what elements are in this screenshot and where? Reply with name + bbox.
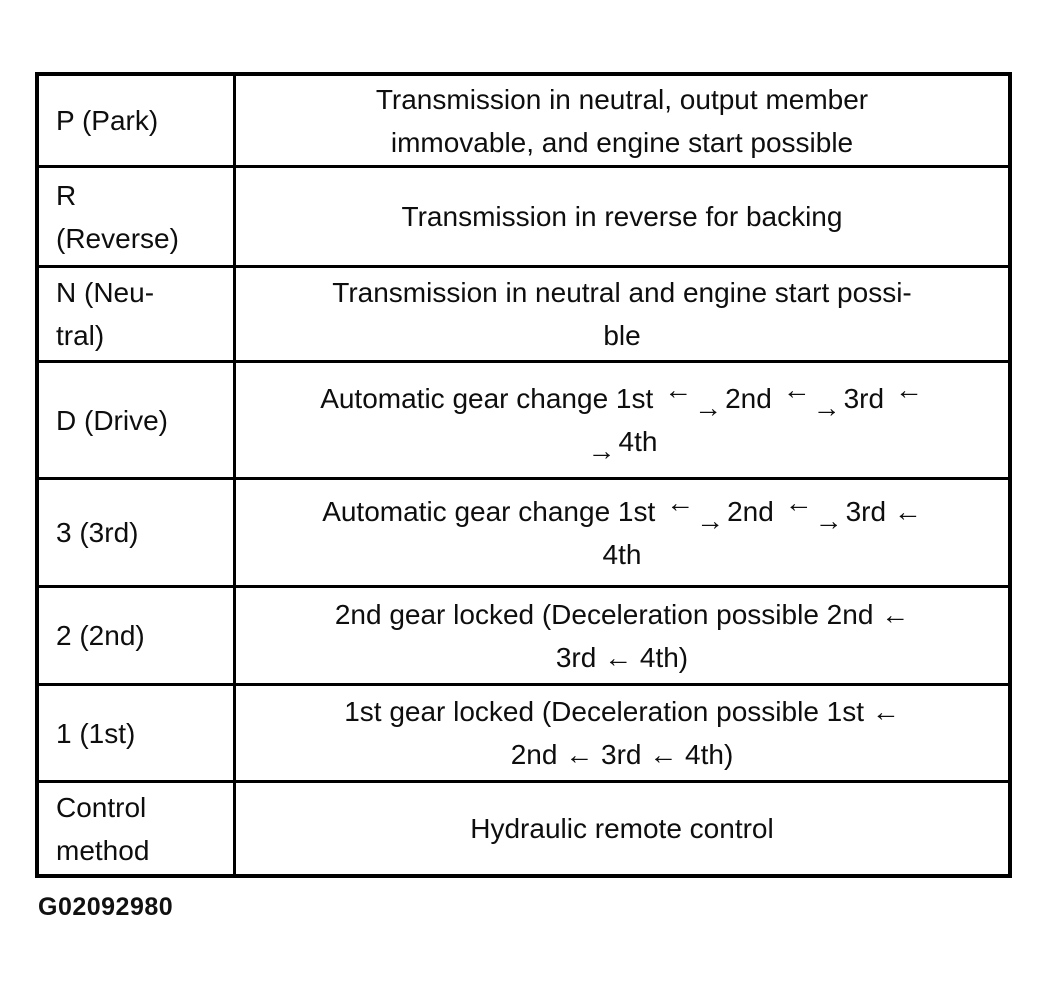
description-cell: 1st gear locked (Deceleration possible 1… <box>236 683 1008 780</box>
position-cell: P (Park) <box>39 76 236 165</box>
description-text: Transmission in reverse for backing <box>401 201 843 232</box>
right-arrow-icon: → <box>696 504 725 536</box>
position-text: (Reverse) <box>56 222 179 254</box>
description-text: Hydraulic remote control <box>470 813 774 844</box>
position-cell: 3 (3rd) <box>39 477 236 585</box>
description-text: Automatic gear change 1st ←→2nd ←→3rd ← <box>320 374 924 423</box>
description-text: immovable, and engine start possible <box>390 126 854 158</box>
position-cell: Control method <box>39 780 236 874</box>
position-cell: 1 (1st) <box>39 683 236 780</box>
figure-id-caption: G02092980 <box>38 893 174 921</box>
left-arrow-icon: ← <box>894 374 923 405</box>
description-text: →4th <box>587 420 658 466</box>
description-cell: Transmission in neutral and engine start… <box>236 265 1008 360</box>
position-text: 2 (2nd) <box>56 620 145 651</box>
position-cell: R (Reverse) <box>39 165 236 265</box>
position-text: method <box>56 834 150 866</box>
description-cell: Automatic gear change 1st ←→2nd ←→3rd ←4… <box>236 477 1008 585</box>
description-cell: Transmission in neutral, output member im… <box>236 76 1008 165</box>
description-text: 2nd ← 3rd ← 4th) <box>510 739 734 770</box>
position-text: Control <box>56 791 147 823</box>
right-arrow-icon: → <box>812 392 841 423</box>
description-text: 1st gear locked (Deceleration possible 1… <box>344 696 900 727</box>
right-arrow-icon: → <box>694 392 723 423</box>
position-cell: N (Neu-tral) <box>39 265 236 360</box>
position-text: 3 (3rd) <box>56 517 139 548</box>
position-cell: 2 (2nd) <box>39 585 236 683</box>
description-text: Transmission in neutral, output member <box>375 83 869 115</box>
position-text: D (Drive) <box>56 404 168 436</box>
gear-position-table: P (Park) Transmission in neutral, output … <box>35 72 1012 878</box>
left-arrow-icon: ← <box>666 486 695 518</box>
description-cell: Automatic gear change 1st ←→2nd ←→3rd ←→… <box>236 360 1008 477</box>
description-text: Transmission in neutral and engine start… <box>332 277 912 308</box>
description-cell: 2nd gear locked (Deceleration possible 2… <box>236 585 1008 683</box>
description-text: ble <box>603 320 641 351</box>
left-arrow-icon: ← <box>664 374 693 405</box>
description-cell: Hydraulic remote control <box>236 780 1008 874</box>
position-text: tral) <box>56 320 105 351</box>
description-text: 2nd gear locked (Deceleration possible 2… <box>334 598 910 630</box>
right-arrow-icon: → <box>814 504 843 536</box>
left-arrow-icon: ← <box>784 486 813 518</box>
position-cell: D (Drive) <box>39 360 236 477</box>
position-text: P (Park) <box>56 105 159 136</box>
left-arrow-icon: ← <box>782 374 811 405</box>
right-arrow-icon: → <box>587 435 616 466</box>
position-text: R <box>56 179 77 211</box>
position-text: N (Neu- <box>56 277 155 308</box>
description-text: 4th <box>602 538 642 570</box>
description-text: Automatic gear change 1st ←→2nd ←→3rd ← <box>322 487 922 536</box>
description-text: 3rd ← 4th) <box>555 641 689 673</box>
position-text: 1 (1st) <box>56 717 136 749</box>
description-cell: Transmission in reverse for backing <box>236 165 1008 265</box>
